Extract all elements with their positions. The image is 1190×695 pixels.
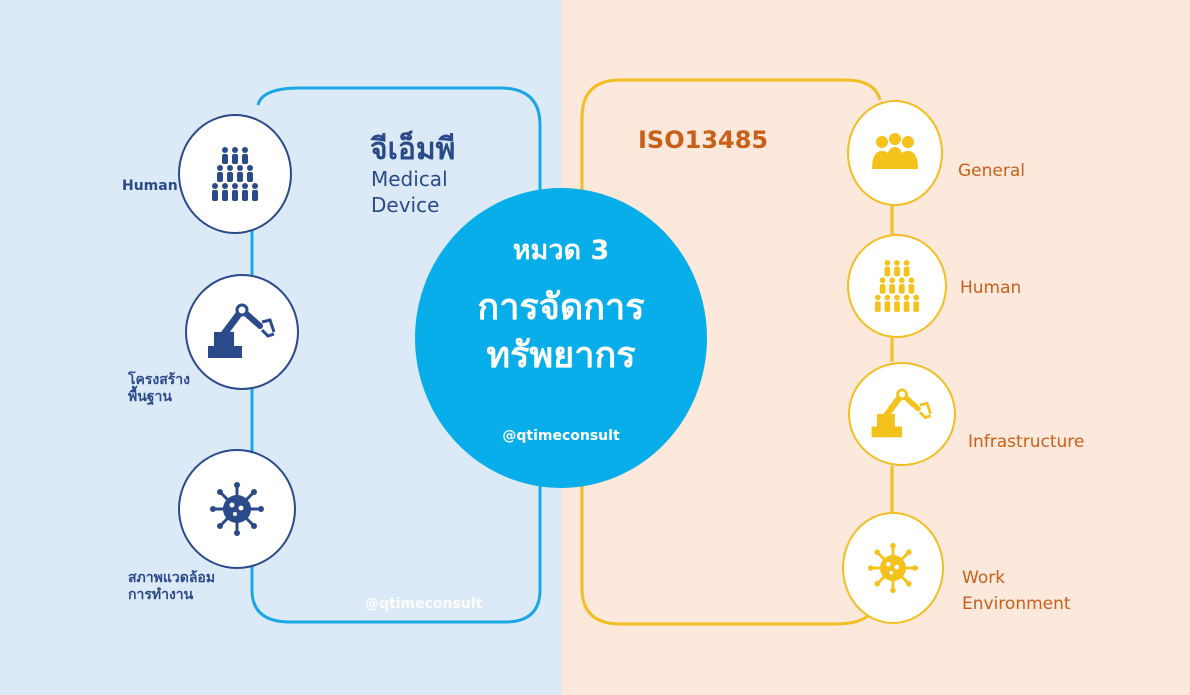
right-label-general: General <box>958 161 1025 181</box>
center-circle: หมวด 3 การจัดการ ทรัพยากร @qtimeconsult <box>415 188 707 488</box>
left-label-infrastructure: โครงสร้าง พื้นฐาน <box>128 372 191 405</box>
medical-device-title: Medical Device <box>371 167 448 217</box>
right-label-work-environment: Work Environment <box>962 568 1071 614</box>
team-icon <box>872 133 918 169</box>
left-node-human <box>178 114 292 234</box>
left-node-work-environment <box>178 449 296 569</box>
right-node-general <box>847 100 943 206</box>
virus-icon <box>210 482 264 536</box>
right-label-infrastructure: Infrastructure <box>968 432 1085 452</box>
left-label-work-environment: สภาพแวดล้อม การทำงาน <box>128 570 216 603</box>
center-handle: @qtimeconsult <box>502 428 620 444</box>
right-node-infrastructure <box>848 362 956 466</box>
left-node-infrastructure <box>185 274 299 390</box>
chapter-label: หมวด 3 <box>512 235 610 266</box>
right-node-human <box>847 234 947 338</box>
people-group-icon <box>212 147 258 201</box>
watermark: @qtimeconsult <box>365 596 483 612</box>
gmp-title: จีเอ็มพี <box>370 132 456 167</box>
robot-arm-icon <box>871 388 932 438</box>
center-title: การจัดการ ทรัพยากร <box>477 287 645 376</box>
right-label-human: Human <box>960 278 1022 298</box>
people-group-icon <box>874 260 920 312</box>
virus-icon <box>867 542 919 594</box>
right-node-work-environment <box>842 512 944 624</box>
iso-title: ISO13485 <box>638 126 769 154</box>
left-label-human: Human <box>122 178 178 194</box>
robot-arm-icon <box>208 303 276 358</box>
